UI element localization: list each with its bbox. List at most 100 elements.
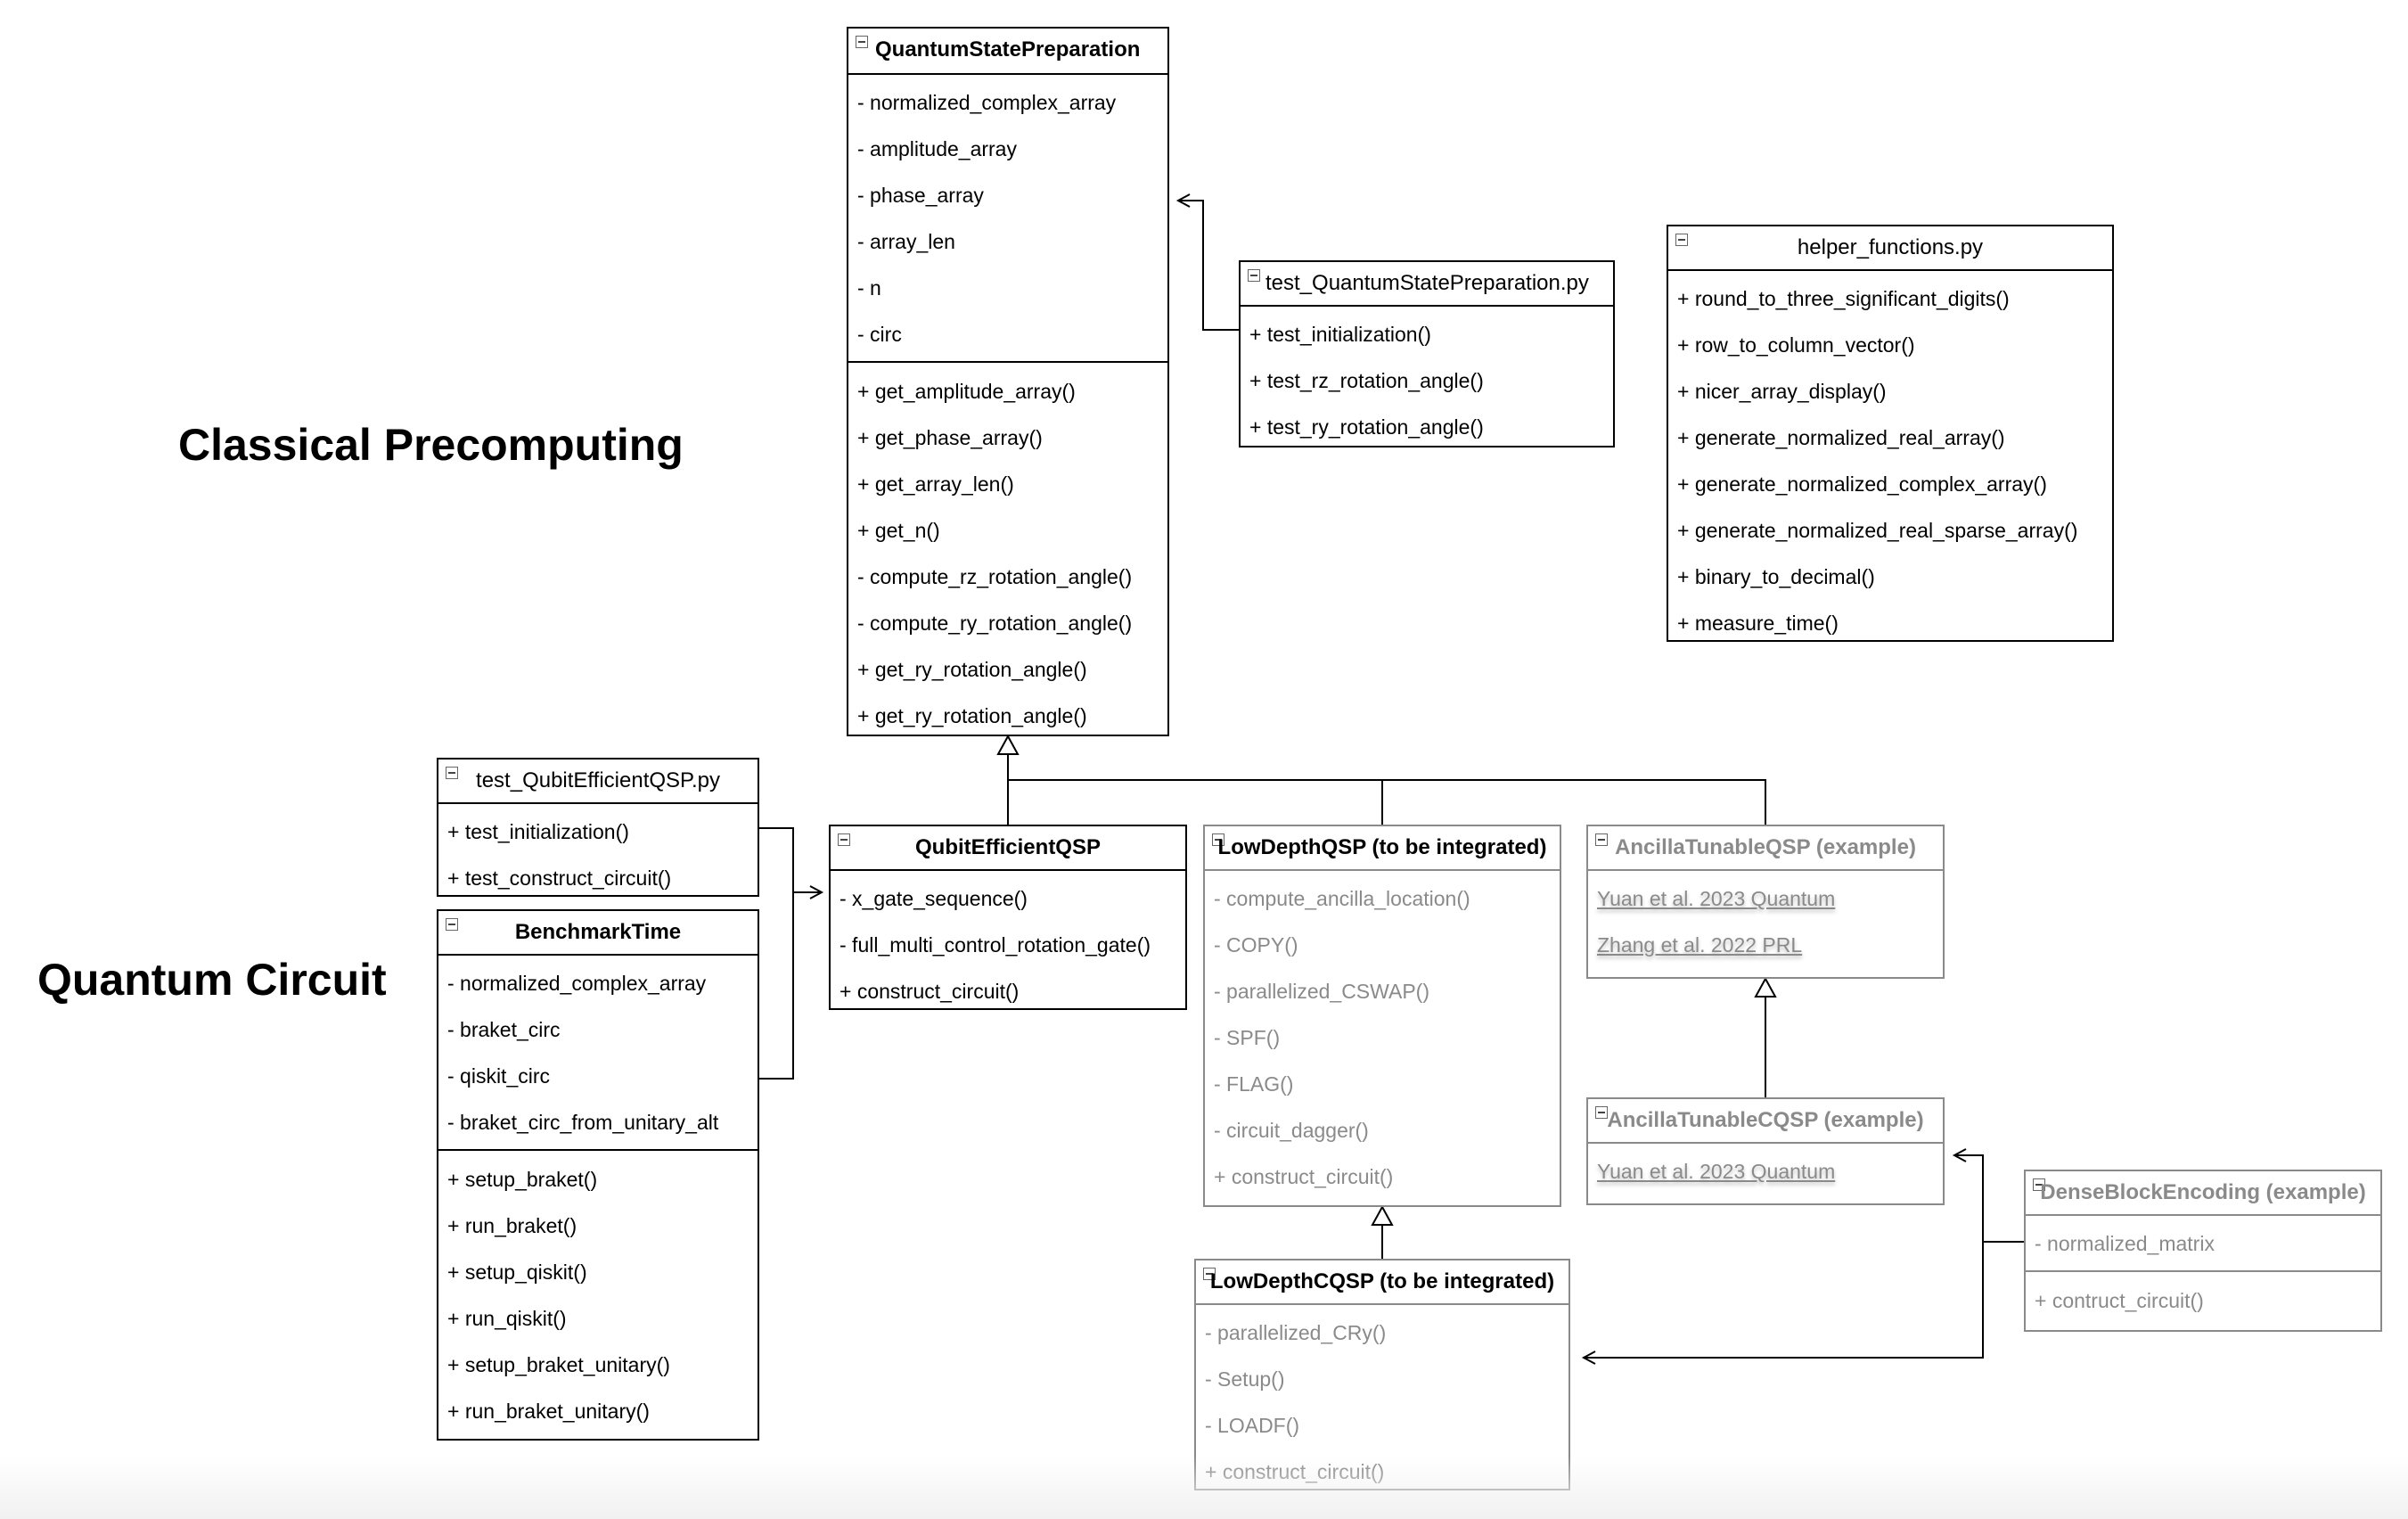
class-title: BenchmarkTime [514,920,682,944]
attribute-row: - array_len [857,230,955,253]
class-title: AncillaTunableCQSP (example) [1607,1108,1924,1132]
class-header: AncillaTunableQSP (example) [1588,826,1943,871]
method-section: + setup_braket() + run_braket() + setup_… [438,1149,758,1434]
class-header: test_QubitEfficientQSP.py [438,760,758,804]
collapse-icon[interactable] [856,36,868,48]
method-row: - parallelized_CRy() [1205,1321,1387,1344]
attribute-row: - normalized_complex_array [447,972,707,995]
method-row: + run_qiskit() [447,1307,567,1330]
heading-quantum-circuit: Quantum Circuit [37,955,387,1005]
collapse-icon[interactable] [446,918,458,931]
method-row: + get_ry_rotation_angle() [857,658,1087,681]
class-dense-block-encoding[interactable]: DenseBlockEncoding (example) - normalize… [2024,1170,2382,1332]
class-qubit-efficient-qsp[interactable]: QubitEfficientQSP - x_gate_sequence() - … [829,825,1187,1010]
method-section: + get_amplitude_array() + get_phase_arra… [848,361,1167,739]
collapse-icon[interactable] [1675,234,1688,246]
class-title: QuantumStatePreparation [875,37,1141,62]
class-title: LowDepthCQSP (to be integrated) [1209,1269,1555,1293]
method-row: + measure_time() [1677,612,1839,635]
method-row: - compute_ry_rotation_angle() [857,612,1133,635]
collapse-icon[interactable] [1248,269,1260,282]
attribute-section: - normalized_complex_array - braket_circ… [438,956,758,1145]
connector-dense-to-lowdepthc [1584,1242,1984,1359]
reference-row[interactable]: Yuan et al. 2023 Quantum [1588,1148,1943,1195]
attribute-row: - circ [857,323,902,346]
method-row: + get_ry_rotation_angle() [857,704,1087,727]
class-title: QubitEfficientQSP [914,835,1101,859]
heading-classical-precomputing: Classical Precomputing [178,420,684,470]
method-row: - SPF() [1214,1026,1281,1049]
class-header: DenseBlockEncoding (example) [2026,1171,2380,1216]
collapse-icon[interactable] [446,767,458,779]
reference-link[interactable]: Yuan et al. 2023 Quantum [1597,887,1836,910]
method-section: - x_gate_sequence() - full_multi_control… [831,871,1185,1014]
attribute-row: - n [857,276,881,300]
arrowhead-inherit-lowdepth [1371,1204,1394,1226]
method-section: + test_initialization() + test_construct… [438,804,758,901]
attribute-row: - qiskit_circ [447,1064,551,1088]
class-header: helper_functions.py [1668,226,2112,271]
class-quantum-state-preparation[interactable]: QuantumStatePreparation - normalized_com… [847,27,1169,736]
bottom-shadow [0,1457,2408,1519]
class-title: LowDepthQSP (to be integrated) [1217,835,1547,859]
collapse-icon[interactable] [1212,833,1224,846]
method-row: + nicer_array_display() [1677,380,1887,403]
class-helper-functions[interactable]: helper_functions.py + round_to_three_sig… [1667,225,2114,642]
connector-inheritance-bar [1008,779,1766,825]
class-header: BenchmarkTime [438,911,758,956]
reference-section: Yuan et al. 2023 Quantum [1588,1144,1943,1195]
class-header: QuantumStatePreparation [848,29,1167,75]
collapse-icon[interactable] [838,833,850,846]
class-ancilla-tunable-cqsp[interactable]: AncillaTunableCQSP (example) Yuan et al.… [1586,1097,1945,1205]
method-section: + round_to_three_significant_digits() + … [1668,271,2112,646]
method-row: + get_n() [857,519,940,542]
reference-link[interactable]: Yuan et al. 2023 Quantum [1597,1160,1836,1183]
method-row: - parallelized_CSWAP() [1214,980,1429,1003]
reference-section: Yuan et al. 2023 Quantum Zhang et al. 20… [1588,871,1943,968]
attribute-row: - braket_circ_from_unitary_alt [447,1111,719,1134]
method-row: + run_braket() [447,1214,577,1237]
attribute-row: - phase_array [857,184,984,207]
reference-link[interactable]: Zhang et al. 2022 PRL [1597,933,1803,957]
attribute-row: - normalized_matrix [2035,1232,2215,1255]
class-header: AncillaTunableCQSP (example) [1588,1099,1943,1144]
method-row: + test_rz_rotation_angle() [1249,369,1484,392]
arrowhead-assoc-lowdepthc [1581,1351,1596,1365]
class-ancilla-tunable-qsp[interactable]: AncillaTunableQSP (example) Yuan et al. … [1586,825,1945,979]
method-row: + binary_to_decimal() [1677,565,1875,588]
collapse-icon[interactable] [1595,833,1608,846]
method-row: - circuit_dagger() [1214,1119,1369,1142]
reference-row[interactable]: Yuan et al. 2023 Quantum [1588,875,1943,922]
class-header: LowDepthQSP (to be integrated) [1205,826,1560,871]
method-row: + test_ry_rotation_angle() [1249,415,1484,439]
collapse-icon[interactable] [1595,1106,1608,1119]
method-row: + get_array_len() [857,472,1014,496]
collapse-icon[interactable] [2033,1178,2045,1191]
class-benchmark-time[interactable]: BenchmarkTime - normalized_complex_array… [437,909,759,1441]
method-row: - compute_ancilla_location() [1214,887,1470,910]
method-row: - LOADF() [1205,1414,1300,1437]
method-row: + generate_normalized_real_sparse_array(… [1677,519,2078,542]
method-row: + row_to_column_vector() [1677,333,1915,357]
class-title: test_QuantumStatePreparation.py [1265,271,1589,295]
attribute-section: - normalized_complex_array - amplitude_a… [848,75,1167,357]
collapse-icon[interactable] [1203,1268,1216,1280]
reference-row[interactable]: Zhang et al. 2022 PRL [1588,922,1943,968]
arrowhead-assoc-qsp [1175,193,1191,208]
connector-test-qeqsp-to-qeqsp [758,827,822,893]
attribute-row: - normalized_complex_array [857,91,1117,114]
method-row: - FLAG() [1214,1072,1294,1096]
connector-dense-to-ancillac [1954,1154,2024,1243]
attribute-section: - normalized_matrix [2026,1216,2380,1267]
class-test-qubit-efficient-qsp[interactable]: test_QubitEfficientQSP.py + test_initial… [437,758,759,897]
connector-test-qsp-to-qsp [1178,200,1239,331]
method-row: + generate_normalized_complex_array() [1677,472,2047,496]
class-low-depth-qsp[interactable]: LowDepthQSP (to be integrated) - compute… [1203,825,1561,1207]
class-test-quantum-state-preparation[interactable]: test_QuantumStatePreparation.py + test_i… [1239,260,1615,447]
arrowhead-assoc-qeqsp [809,885,824,899]
method-row: + get_phase_array() [857,426,1043,449]
class-low-depth-cqsp[interactable]: LowDepthCQSP (to be integrated) - parall… [1194,1259,1570,1490]
method-row: + run_braket_unitary() [447,1400,650,1423]
class-title: DenseBlockEncoding (example) [2040,1180,2366,1204]
